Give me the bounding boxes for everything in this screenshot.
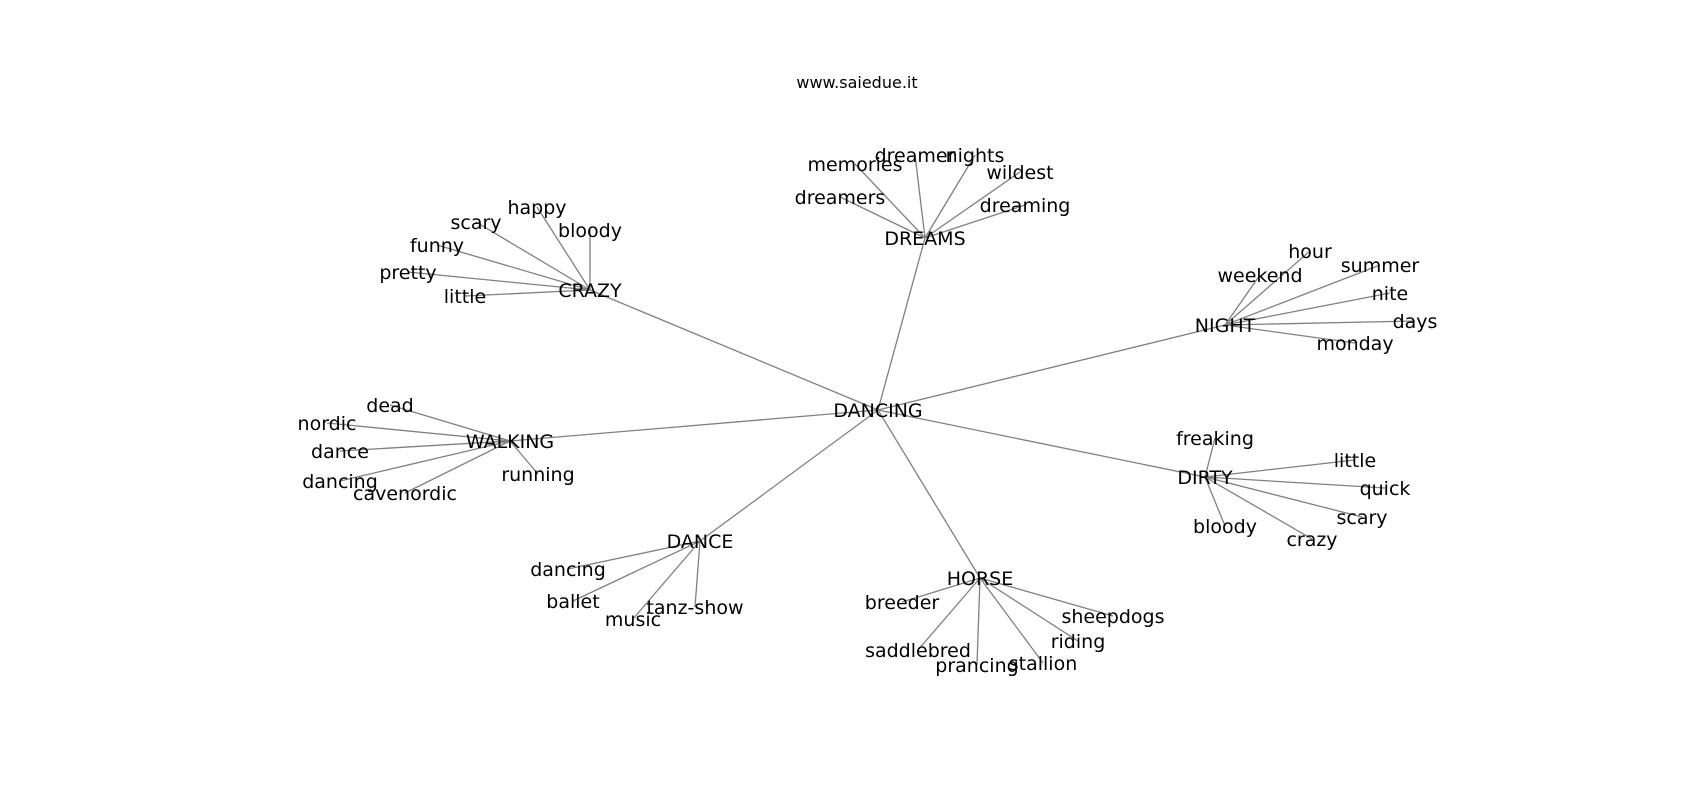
leaf-node-label: pretty	[379, 262, 436, 284]
edge-horse-0	[901, 577, 981, 603]
leaf-node-label: ballet	[546, 591, 599, 613]
edge-dance-2	[632, 540, 701, 620]
edge-dreams-4	[839, 196, 926, 239]
edge-night-2	[1224, 264, 1381, 326]
edge-center-dreams	[877, 237, 926, 411]
edge-walking-4	[404, 440, 511, 494]
edge-dirty-1	[1204, 459, 1356, 478]
edge-horse-2	[979, 577, 1079, 642]
edge-dirty-5	[1204, 476, 1313, 540]
leaf-node-label: running	[501, 464, 574, 486]
graph-labels: DANCING DREAMS memoriesdreamernightswildes…	[298, 145, 1438, 677]
hub-node-walking: WALKING	[466, 431, 554, 453]
edge-dreams-2	[924, 154, 976, 239]
edge-night-0	[1224, 250, 1311, 326]
edge-center-crazy	[589, 289, 879, 411]
edge-dirty-4	[1204, 476, 1226, 527]
leaf-node-label: nite	[1372, 283, 1408, 305]
leaf-node-label: dancing	[530, 559, 606, 581]
edge-dreams-5	[924, 204, 1026, 239]
leaf-node-label: little	[1334, 450, 1376, 472]
leaf-node-label: nordic	[298, 413, 357, 435]
edge-walking-2	[339, 440, 511, 452]
leaf-node-label: bloody	[558, 220, 622, 242]
leaf-node-label: saddlebred	[865, 640, 971, 662]
leaf-node-label: prancing	[935, 655, 1018, 677]
leaf-node-label: days	[1393, 311, 1438, 333]
edge-horse-3	[917, 577, 981, 651]
edge-night-1	[1224, 274, 1261, 326]
edge-dance-3	[694, 540, 701, 608]
leaf-node-label: riding	[1051, 631, 1106, 653]
graph-edges	[326, 154, 1416, 666]
leaf-node-label: dreaming	[980, 195, 1071, 217]
leaf-node-label: scary	[1336, 507, 1387, 529]
leaf-node-label: scary	[450, 212, 501, 234]
leaf-node-label: crazy	[1286, 529, 1337, 551]
source-watermark: www.saiedue.it	[796, 73, 917, 92]
edge-center-walking	[509, 409, 879, 442]
edge-crazy-5	[464, 289, 591, 297]
hub-node-dance: DANCE	[667, 531, 734, 553]
leaf-node-label: bloody	[1193, 516, 1257, 538]
edge-dirty-2	[1204, 476, 1386, 489]
edge-walking-1	[326, 422, 511, 442]
edge-center-dance	[699, 409, 879, 542]
edge-horse-1	[979, 577, 1114, 617]
edge-crazy-1	[475, 221, 591, 291]
leaf-node-label: music	[605, 609, 661, 631]
leaf-node-label: summer	[1341, 255, 1420, 277]
leaf-node-label: dancing	[302, 471, 378, 493]
edge-dance-1	[572, 540, 701, 602]
center-node-label: DANCING	[833, 400, 922, 422]
leaf-node-label: quick	[1360, 478, 1411, 500]
leaf-node-label: weekend	[1217, 265, 1302, 287]
edge-center-night	[877, 324, 1226, 411]
leaf-node-label: wildest	[986, 162, 1053, 184]
edge-night-3	[1224, 292, 1391, 326]
edge-dance-0	[567, 540, 701, 570]
edge-dreams-1	[914, 154, 926, 239]
edge-center-horse	[877, 409, 981, 579]
leaf-node-label: dance	[311, 441, 369, 463]
leaf-node-label: dreamers	[795, 187, 886, 209]
hub-node-dreams: DREAMS	[884, 228, 965, 250]
edge-walking-0	[389, 404, 511, 442]
leaf-node-label: funny	[410, 235, 464, 257]
edge-walking-3	[339, 440, 511, 482]
edge-walking-5	[509, 440, 539, 475]
edge-horse-5	[979, 577, 1044, 664]
leaf-node-label: happy	[507, 197, 566, 219]
leaf-node-label: cavenordic	[353, 483, 457, 505]
edge-horse-4	[976, 577, 981, 666]
leaf-node-label: nights	[946, 145, 1005, 167]
leaf-node-label: dreamer	[875, 145, 956, 167]
leaf-node-label: hour	[1288, 241, 1332, 263]
leaf-node-label: tanz-show	[646, 597, 743, 619]
edge-crazy-0	[536, 206, 591, 291]
hub-node-dirty: DIRTY	[1177, 467, 1233, 489]
edge-dirty-0	[1204, 437, 1216, 478]
leaf-node-label: sheepdogs	[1061, 606, 1164, 628]
leaf-node-label: memories	[807, 154, 902, 176]
hub-node-crazy: CRAZY	[558, 280, 622, 302]
edge-crazy-4	[407, 271, 591, 291]
edge-center-dirty	[877, 409, 1206, 478]
leaf-node-label: dead	[366, 395, 413, 417]
edge-dreams-0	[854, 163, 926, 239]
edge-night-5	[1224, 324, 1356, 344]
leaf-node-label: stallion	[1009, 653, 1078, 675]
leaf-node-label: breeder	[865, 592, 940, 614]
leaf-node-label: freaking	[1176, 428, 1254, 450]
leaf-node-label: little	[444, 286, 486, 308]
edge-dirty-3	[1204, 476, 1363, 518]
edge-crazy-3	[436, 244, 591, 291]
hub-node-horse: HORSE	[947, 568, 1014, 590]
edge-night-4	[1224, 320, 1416, 326]
edge-dreams-3	[924, 171, 1021, 239]
leaf-node-label: monday	[1316, 333, 1393, 355]
hub-node-night: NIGHT	[1195, 315, 1256, 337]
